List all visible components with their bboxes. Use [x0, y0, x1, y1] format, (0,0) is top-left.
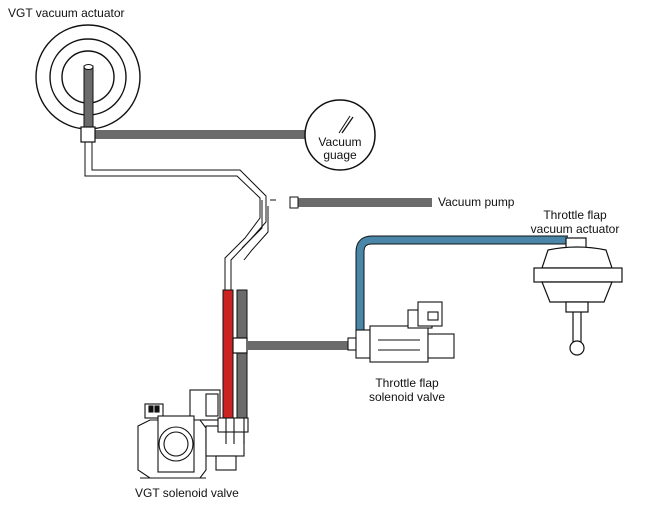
throttle-flap-solenoid-valve — [347, 301, 455, 363]
vgt-vacuum-actuator — [35, 24, 141, 131]
label-vgt-solenoid-valve: VGT solenoid valve — [135, 486, 239, 500]
tee-connector-throttle — [232, 337, 248, 354]
label-throttle-actuator-line2: vacuum actuator — [530, 222, 620, 236]
tee-connector — [80, 126, 96, 143]
thin-tubing — [84, 142, 276, 290]
throttle-vacuum-hose — [355, 235, 568, 330]
vacuum-pump-hose — [296, 198, 432, 207]
vgt-feed-hose-red — [222, 289, 234, 419]
vgt-output-hose — [236, 289, 248, 419]
label-throttle-flap-solenoid-valve: Throttle flap solenoid valve — [352, 376, 462, 404]
label-vacuum-gauge: Vacuum guage — [310, 136, 370, 162]
label-gauge-line2: guage — [323, 148, 357, 162]
label-vgt-vacuum-actuator: VGT vacuum actuator — [8, 6, 125, 20]
vacuum-gauge — [304, 99, 376, 171]
label-throttle-solenoid-line1: Throttle flap — [375, 376, 439, 390]
label-throttle-solenoid-line2: solenoid valve — [368, 390, 446, 404]
label-vacuum-pump: Vacuum pump — [438, 195, 515, 209]
label-throttle-flap-vacuum-actuator: Throttle flap vacuum actuator — [520, 208, 630, 236]
throttle-flap-vacuum-actuator — [533, 237, 623, 356]
label-throttle-actuator-line1: Throttle flap — [543, 208, 607, 222]
label-gauge-line1: Vacuum — [318, 135, 362, 149]
throttle-solenoid-feed-hose — [247, 341, 351, 350]
gauge-hose — [94, 130, 306, 139]
vgt-solenoid-valve — [137, 389, 249, 479]
